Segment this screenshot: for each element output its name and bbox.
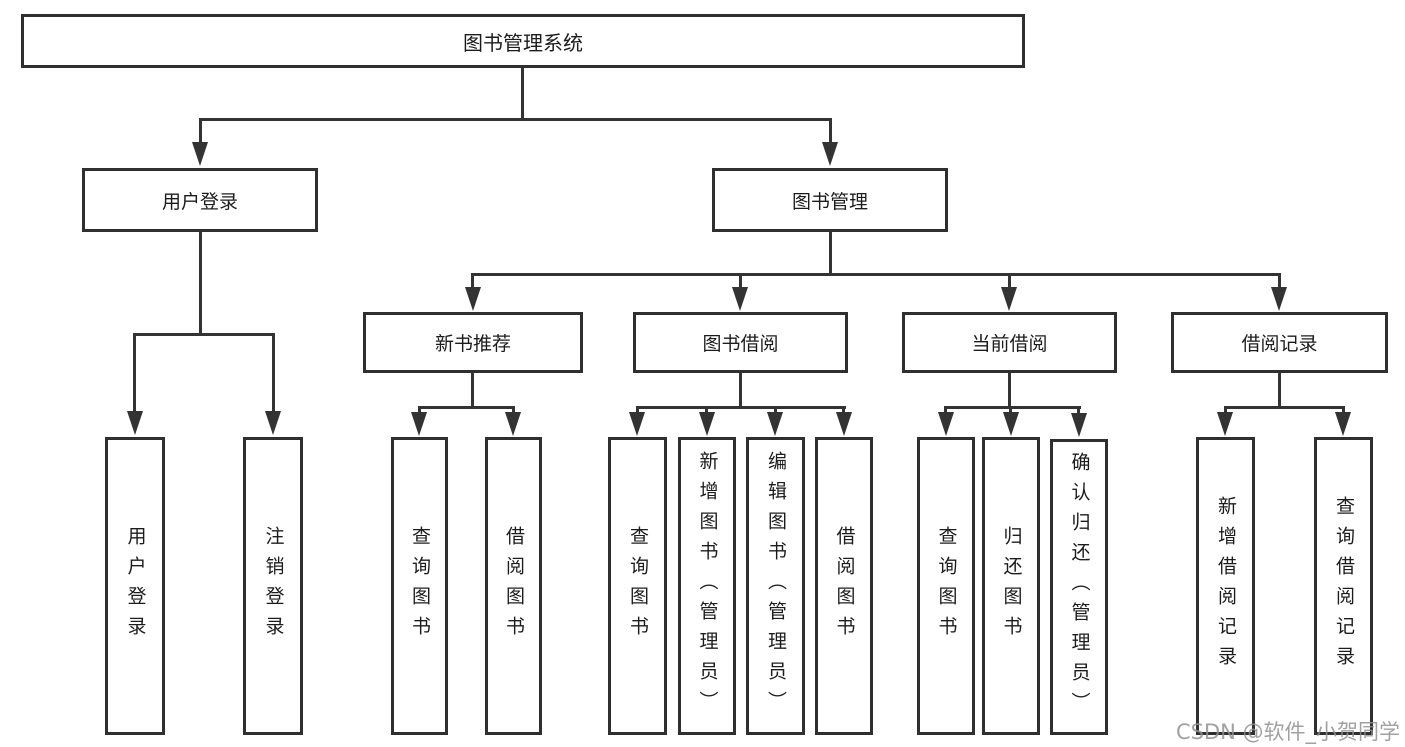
node-edit-book-admin: 编辑图书（管理员）: [746, 437, 805, 735]
connector-line: [944, 406, 947, 416]
node-confirm-return-admin-label: 确认归还（管理员）: [1068, 452, 1091, 722]
connector-line: [944, 406, 1081, 409]
connector-line: [829, 118, 832, 146]
connector-line: [418, 406, 421, 416]
connector-line: [133, 333, 136, 413]
node-borrow-books-recommend-label: 借阅图书: [503, 526, 525, 646]
connector-line: [739, 373, 742, 409]
node-query-books-borrowing-label: 查询图书: [627, 526, 649, 646]
node-return-books-label: 归还图书: [1000, 526, 1023, 646]
arrow-down-icon: [1271, 287, 1287, 311]
connector-line: [829, 232, 832, 276]
arrow-down-icon: [938, 412, 954, 436]
connector-line: [1008, 373, 1011, 409]
arrow-down-icon: [192, 142, 208, 166]
connector-line: [471, 273, 474, 291]
connector-line: [272, 333, 275, 413]
node-edit-book-admin-label: 编辑图书（管理员）: [765, 451, 787, 721]
arrow-down-icon: [822, 142, 838, 166]
node-query-borrow-record-label: 查询借阅记录: [1333, 496, 1355, 676]
node-new-book-recommend: 新书推荐: [363, 312, 583, 373]
arrow-down-icon: [411, 412, 427, 436]
arrow-down-icon: [1003, 412, 1019, 436]
node-borrow-books-recommend: 借阅图书: [485, 437, 542, 735]
connector-line: [1224, 406, 1345, 409]
connector-line: [471, 373, 474, 409]
node-user-login-branch: 用户登录: [82, 168, 318, 232]
connector-line: [842, 406, 845, 416]
node-logout-label: 注销登录: [262, 526, 285, 646]
arrow-down-icon: [732, 287, 748, 311]
arrow-down-icon: [767, 412, 783, 436]
connector-line: [471, 273, 1281, 276]
arrow-down-icon: [1071, 413, 1087, 437]
connector-line: [739, 273, 742, 291]
connector-line: [512, 406, 515, 416]
connector-line: [418, 406, 515, 409]
connector-line: [1077, 406, 1080, 416]
arrow-down-icon: [836, 412, 852, 436]
connector-line: [521, 68, 524, 120]
connector-line: [199, 118, 202, 146]
node-borrowing-records: 借阅记录: [1171, 312, 1388, 373]
node-add-book-admin-label: 新增图书（管理员）: [696, 451, 719, 721]
connector-line: [1224, 406, 1227, 416]
node-confirm-return-admin: 确认归还（管理员）: [1050, 439, 1108, 735]
connector-line: [199, 118, 832, 121]
node-query-books-recommend-label: 查询图书: [409, 526, 431, 646]
connector-line: [1278, 273, 1281, 291]
connector-line: [774, 406, 777, 416]
node-query-books-recommend: 查询图书: [391, 437, 448, 735]
connector-line: [199, 232, 202, 336]
arrow-down-icon: [1001, 287, 1017, 311]
connector-line: [636, 406, 846, 409]
node-borrow-books-label: 借阅图书: [833, 526, 856, 646]
connector-line: [1008, 273, 1011, 291]
node-query-books-current: 查询图书: [917, 437, 975, 735]
node-query-books-current-label: 查询图书: [935, 526, 958, 646]
node-user-login-label: 用户登录: [124, 526, 147, 646]
node-user-login: 用户登录: [105, 437, 165, 735]
node-query-books-borrowing: 查询图书: [608, 437, 667, 735]
connector-line: [705, 406, 708, 416]
arrow-down-icon: [465, 287, 481, 311]
node-query-borrow-record: 查询借阅记录: [1314, 437, 1373, 735]
arrow-down-icon: [505, 412, 521, 436]
connector-line: [1009, 406, 1012, 416]
connector-line: [133, 333, 275, 336]
node-current-borrowing: 当前借阅: [902, 312, 1117, 373]
node-logout: 注销登录: [243, 437, 303, 735]
arrow-down-icon: [1217, 412, 1233, 436]
arrow-down-icon: [265, 411, 281, 435]
node-book-borrowing: 图书借阅: [633, 312, 848, 373]
node-add-borrow-record: 新增借阅记录: [1196, 437, 1255, 735]
arrow-down-icon: [1335, 412, 1351, 436]
connector-line: [1342, 406, 1345, 416]
node-return-books: 归还图书: [982, 437, 1040, 735]
node-add-book-admin: 新增图书（管理员）: [678, 437, 736, 735]
connector-line: [636, 406, 639, 416]
arrow-down-icon: [629, 412, 645, 436]
watermark: CSDN @软件_小贺同学: [1176, 720, 1401, 744]
connector-line: [1278, 373, 1281, 409]
node-borrow-books: 借阅图书: [815, 437, 873, 735]
node-book-management: 图书管理: [712, 168, 948, 232]
arrow-down-icon: [699, 412, 715, 436]
node-library-management-system: 图书管理系统: [21, 14, 1025, 68]
arrow-down-icon: [127, 411, 143, 435]
node-add-borrow-record-label: 新增借阅记录: [1215, 496, 1237, 676]
